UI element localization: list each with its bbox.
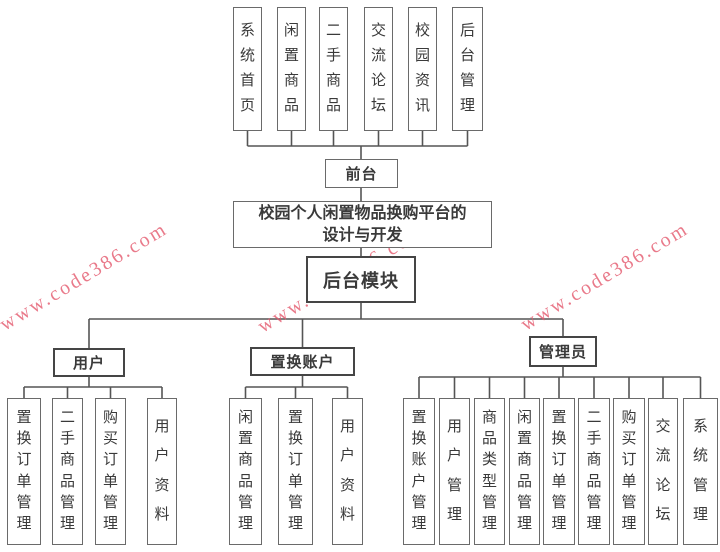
top-module-box-campus-news: 校园资讯: [408, 7, 437, 131]
leaf-box-secondhand-goods-mgmt: 二手商品管理: [52, 398, 83, 545]
leaf-box-system-mgmt: 系统管理: [683, 398, 718, 545]
branch-node-admin: 管理员: [529, 336, 597, 367]
leaf-box-user-profile: 用户资料: [332, 398, 363, 545]
top-module-box-backend-mgmt: 后台管理: [452, 7, 483, 131]
top-module-box-forum: 交流论坛: [364, 7, 393, 131]
branch-node-exchange-account: 置换账户: [250, 347, 355, 376]
branch-node-user: 用户: [53, 348, 125, 377]
leaf-box-exchange-order-mgmt: 置换订单管理: [278, 398, 313, 545]
leaf-box-exchange-order-mgmt: 置换订单管理: [7, 398, 41, 545]
leaf-box-exchange-account-mgmt: 置换账户管理: [403, 398, 435, 545]
leaf-box-exchange-order-mgmt: 置换订单管理: [543, 398, 575, 545]
project-title-node: 校园个人闲置物品换购平台的 设计与开发: [233, 201, 492, 248]
leaf-box-user-mgmt: 用户管理: [439, 398, 470, 545]
leaf-box-goods-type-mgmt: 商品类型管理: [474, 398, 505, 545]
leaf-box-idle-goods-mgmt: 闲置商品管理: [229, 398, 262, 545]
backend-module-node: 后台模块: [306, 256, 416, 303]
front-stage-node: 前台: [325, 159, 398, 188]
top-module-box-system-home: 系统首页: [233, 7, 262, 131]
leaf-box-idle-goods-mgmt: 闲置商品管理: [509, 398, 540, 545]
leaf-box-secondhand-goods-mgmt: 二手商品管理: [578, 398, 610, 545]
leaf-box-purchase-order-mgmt: 购买订单管理: [613, 398, 645, 545]
project-title-line1: 校园个人闲置物品换购平台的: [258, 204, 467, 222]
top-module-box-secondhand-goods: 二手商品: [319, 7, 348, 131]
leaf-box-user-profile: 用户资料: [147, 398, 177, 545]
project-title-line2: 设计与开发: [322, 226, 403, 244]
leaf-box-forum: 交流论坛: [648, 398, 678, 545]
leaf-box-purchase-order-mgmt: 购买订单管理: [95, 398, 126, 545]
top-module-box-idle-goods: 闲置商品: [277, 7, 306, 131]
